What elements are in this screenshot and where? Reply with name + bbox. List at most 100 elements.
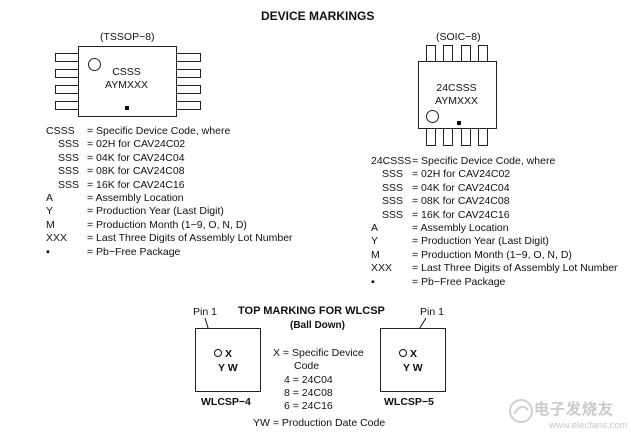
tssop-pin: [55, 53, 80, 62]
page-title: DEVICE MARKINGS: [261, 9, 375, 23]
legend-row: Y = Production Year (Last Digit): [371, 235, 637, 248]
watermark-url: www.elecfans.com: [549, 420, 628, 431]
legend-code: SSS: [58, 138, 80, 151]
pb-free-mark-icon: [125, 97, 129, 115]
wlcsp5-package: [380, 328, 446, 392]
legend-code: M: [46, 218, 55, 231]
tssop-mark-line1: CSSS: [112, 66, 141, 78]
legend-code: 24CSSS: [371, 155, 412, 167]
legend-row: M = Production Month (1−9, O, N, D): [371, 249, 637, 262]
soic-pin: [426, 127, 436, 146]
wlcsp-desc-line: X = Specific Device: [273, 347, 364, 359]
pin1-indicator-icon: [426, 110, 439, 123]
legend-desc: = Last Three Digits of Assembly Lot Numb…: [87, 232, 293, 245]
legend-code: SSS: [382, 181, 404, 194]
wlcsp-desc-line: 8 = 24C08: [284, 387, 333, 399]
wlcsp4-mark-yw: Y W: [218, 362, 238, 374]
legend-code: XXX: [46, 232, 68, 245]
legend-desc: = Production Month (1−9, O, N, D): [87, 218, 247, 231]
legend-desc: = Production Year (Last Digit): [412, 235, 549, 248]
tssop-label: (TSSOP−8): [100, 31, 155, 43]
wlcsp-desc-line: 4 = 24C04: [284, 374, 333, 386]
legend-code: A: [371, 221, 379, 234]
wlcsp4-package: [195, 328, 261, 392]
soic-label: (SOIC−8): [436, 31, 481, 43]
tssop-pin: [55, 101, 80, 110]
legend-desc: = Specific Device Code, where: [87, 125, 231, 137]
legend-row: SSS= 02H for CAV24C02: [371, 168, 637, 181]
legend-row: CSSS = Specific Device Code, where: [46, 125, 346, 138]
legend-code: M: [371, 248, 380, 261]
legend-code: ▪: [371, 275, 375, 288]
tssop-mark-line2: AYMXXX: [105, 79, 148, 91]
watermark-logo-icon: [509, 399, 533, 423]
soic-mark-line1: 24CSSS: [436, 82, 477, 94]
wlcsp-desc-line: 6 = 24C16: [284, 400, 333, 412]
legend-desc: = Production Month (1−9, O, N, D): [412, 248, 572, 261]
legend-row: SSS = 08K for CAV24C08: [46, 165, 346, 178]
legend-row: SSS = 02H for CAV24C02: [46, 138, 346, 151]
legend-row: Y = Production Year (Last Digit): [46, 205, 346, 218]
legend-row: ▪ = Pb−Free Package: [46, 246, 346, 259]
legend-code: SSS: [382, 168, 404, 181]
legend-row: SSS = 08K for CAV24C08: [371, 195, 637, 208]
legend-desc: = 16K for CAV24C16: [412, 208, 510, 221]
legend-code: SSS: [382, 195, 404, 208]
legend-row: M = Production Month (1−9, O, N, D): [46, 219, 346, 232]
legend-desc: = Specific Device Code, where: [412, 155, 556, 167]
wlcsp5-caption: WLCSP−5: [384, 396, 434, 408]
wlcsp4-mark-x: X: [214, 348, 232, 360]
legend-row: XXX = Last Three Digits of Assembly Lot N…: [371, 262, 637, 275]
soic-pin: [478, 127, 488, 146]
legend-code: CSSS: [46, 125, 75, 137]
legend-code: SSS: [58, 165, 80, 178]
soic-mark-line2: AYMXXX: [435, 95, 478, 107]
legend-row: A = Assembly Location: [46, 192, 346, 205]
legend-row: A = Assembly Location: [371, 222, 637, 235]
wlcsp-subtitle: (Ball Down): [290, 320, 345, 331]
legend-code: Y: [46, 205, 54, 218]
legend-row: SSS= 04K for CAV24C04: [46, 152, 346, 165]
legend-row: XXX = Last Three Digits of Assembly Lot N…: [46, 232, 346, 245]
pin1-ring-icon: [214, 349, 222, 357]
legend-row: SSS = 16K for CAV24C16: [371, 209, 637, 222]
tssop-body: [78, 46, 177, 117]
legend-desc: = 02H for CAV24C02: [87, 138, 186, 151]
tssop-pin: [55, 85, 80, 94]
legend-code: XXX: [371, 262, 393, 275]
soic-pin: [443, 127, 453, 146]
wlcsp5-mark-yw: Y W: [403, 362, 423, 374]
legend-desc: = Last Three Digits of Assembly Lot Numb…: [412, 262, 618, 275]
legend-desc: = Assembly Location: [412, 221, 509, 234]
legend-desc: = 08K for CAV24C08: [87, 165, 185, 178]
legend-code: SSS: [382, 208, 404, 221]
wlcsp5-mark-x: X: [399, 348, 417, 360]
legend-row: SSS = 16K for CAV24C16: [46, 179, 346, 192]
tssop-pin: [176, 69, 201, 78]
legend-desc: = Production Year (Last Digit): [87, 205, 224, 218]
watermark-text: 电子发烧友: [534, 401, 615, 418]
legend-code: SSS: [58, 178, 80, 191]
soic-pin: [461, 127, 471, 146]
legend-code: A: [46, 191, 54, 204]
pb-free-mark-icon: [457, 112, 461, 130]
legend-desc: = 08K for CAV24C08: [412, 195, 510, 208]
legend-code: ▪: [46, 245, 50, 258]
legend-desc: = Assembly Location: [87, 191, 184, 204]
legend-desc: = Pb−Free Package: [412, 275, 506, 288]
tssop-pin: [176, 53, 201, 62]
tssop-pin: [176, 85, 201, 94]
legend-desc: = 16K for CAV24C16: [87, 178, 185, 191]
tssop-pin: [176, 101, 201, 110]
legend-row: SSS= 04K for CAV24C04: [371, 182, 637, 195]
legend-desc: = Pb−Free Package: [87, 245, 181, 258]
pin1-label: Pin 1: [193, 306, 217, 318]
wlcsp-footer: YW = Production Date Code: [253, 417, 386, 429]
legend-row: ▪ = Pb−Free Package: [371, 276, 637, 289]
pin1-ring-icon: [399, 349, 407, 357]
tssop-pin: [55, 69, 80, 78]
legend-row: 24CSSS= Specific Device Code, where: [371, 155, 637, 168]
legend-code: Y: [371, 235, 379, 248]
